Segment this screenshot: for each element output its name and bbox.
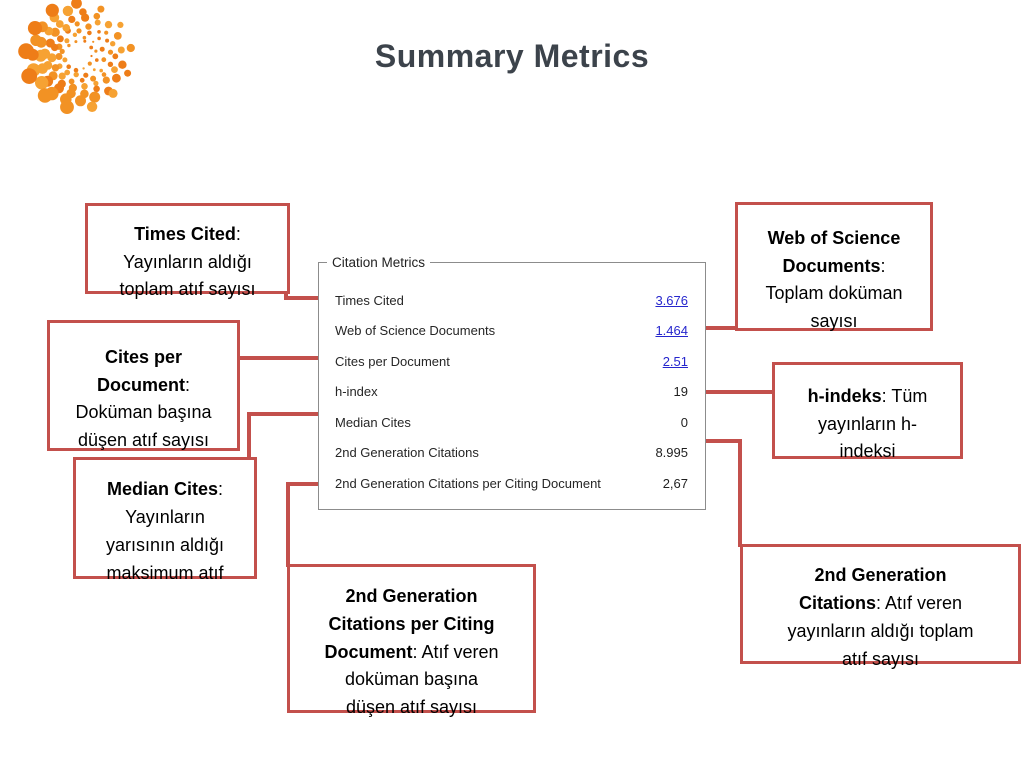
metric-value-link[interactable]: 2.51 [662, 353, 688, 369]
callout-2nd-gen-per-citing: 2nd Generation Citations per Citing Docu… [287, 564, 536, 717]
metric-row-times-cited: Times Cited 3.676 [335, 285, 688, 315]
callout-2nd-gen-citations: 2nd Generation Citations: Atıf veren yay… [740, 544, 1021, 669]
metric-label: h-index [335, 383, 378, 399]
connector-2nd-gen-per-citing [286, 482, 319, 486]
metric-value: 8.995 [655, 444, 688, 460]
callout-desc: : Doküman başına düşen atıf sayısı [75, 374, 212, 451]
metric-label: Times Cited [335, 292, 404, 308]
metric-label: 2nd Generation Citations [335, 444, 479, 460]
callout-desc: : Toplam doküman sayısı [765, 255, 903, 332]
callout-term: 2nd Generation Citations per Citing Docu… [324, 585, 495, 662]
connector-cites-per-document [239, 356, 319, 360]
callout-term: Cites per Document [96, 346, 185, 395]
connector-wos-documents [702, 326, 738, 330]
connector-times-cited-vertical [284, 291, 288, 300]
callout-term: Median Cites [106, 479, 218, 500]
callout-h-index: h-indeks: Tüm yayınların h- indeksi [772, 362, 963, 462]
callout-term: Web of Science Documents [767, 227, 901, 276]
callout-term: Times Cited [134, 223, 236, 244]
connector-h-index [702, 390, 774, 394]
panel-legend: Citation Metrics [327, 255, 431, 270]
metric-row-2nd-gen-per-citing: 2nd Generation Citations per Citing Docu… [335, 468, 688, 498]
callout-term: 2nd Generation Citations [798, 565, 947, 614]
metric-label: 2nd Generation Citations per Citing Docu… [335, 475, 601, 491]
metric-row-2nd-gen-citations: 2nd Generation Citations 8.995 [335, 437, 688, 467]
connector-2nd-gen-citations-vertical [738, 439, 742, 547]
callout-times-cited: Times Cited: Yayınların aldığı toplam at… [85, 203, 290, 299]
callout-desc: : Tüm yayınların h- indeksi [817, 385, 928, 462]
metric-row-wos-documents: Web of Science Documents 1.464 [335, 315, 688, 345]
connector-times-cited [284, 296, 318, 300]
connector-median-cites-vertical [247, 412, 251, 460]
callout-term: h-indeks [807, 385, 882, 406]
callout-desc: : Yayınların yarısının aldığı maksimum a… [105, 479, 225, 583]
metric-row-h-index: h-index 19 [335, 376, 688, 406]
connector-2nd-gen-citations [702, 439, 742, 443]
web-of-science-starburst-logo [18, 0, 135, 114]
callout-median-cites: Median Cites: Yayınların yarısının aldığ… [73, 457, 257, 583]
metric-value-link[interactable]: 3.676 [655, 292, 688, 308]
callout-wos-documents: Web of Science Documents: Toplam doküman… [735, 202, 933, 331]
connector-median-cites [247, 412, 319, 416]
callout-desc: : Atıf veren doküman başına düşen atıf s… [344, 641, 499, 718]
metric-row-cites-per-document: Cites per Document 2.51 [335, 346, 688, 376]
callout-desc: : Atıf veren yayınların aldığı toplam at… [787, 593, 974, 669]
callout-desc: : Yayınların aldığı toplam atıf sayısı [119, 223, 256, 300]
metric-label: Web of Science Documents [335, 322, 496, 338]
connector-2nd-gen-per-citing-vertical [286, 482, 290, 567]
metric-label: Median Cites [335, 414, 411, 430]
metric-value-link[interactable]: 1.464 [655, 322, 688, 338]
citation-metrics-panel: Citation Metrics Times Cited 3.676 Web o… [318, 255, 706, 510]
metric-value: 2,67 [662, 475, 688, 491]
slide-title: Summary Metrics [374, 38, 650, 74]
metric-value: 0 [680, 414, 688, 430]
metric-value: 19 [673, 383, 688, 399]
callout-cites-per-document: Cites per Document: Doküman başına düşen… [47, 320, 240, 451]
metric-label: Cites per Document [335, 353, 450, 369]
metric-row-median-cites: Median Cites 0 [335, 407, 688, 437]
